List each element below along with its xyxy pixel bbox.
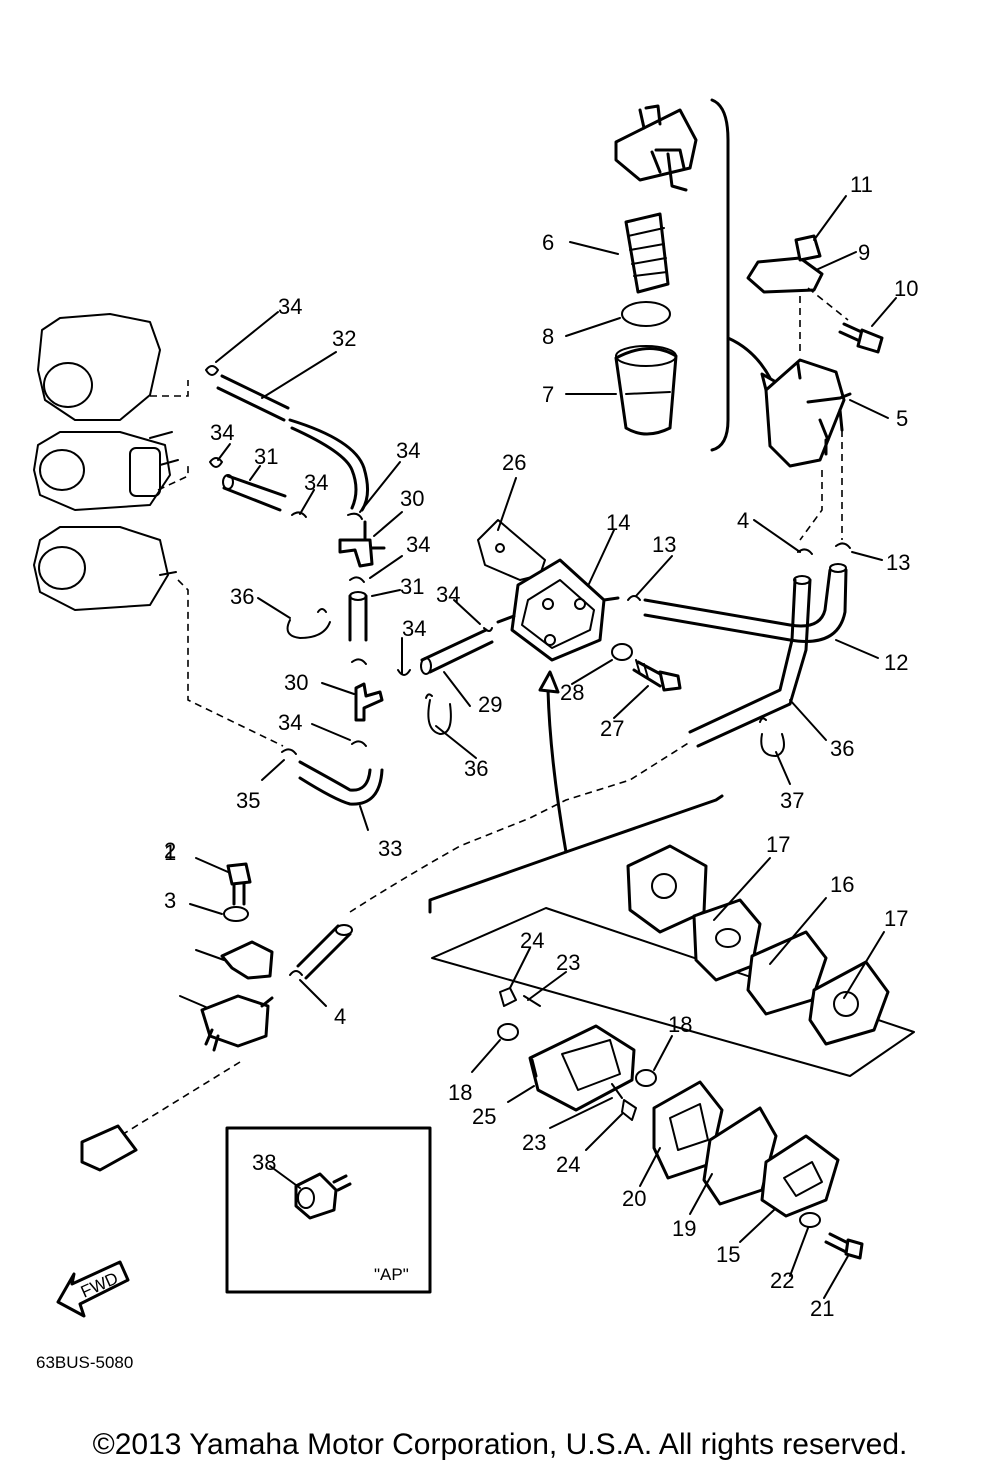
part-number-label: 34 <box>396 438 420 463</box>
copyright-notice: ©2013 Yamaha Motor Corporation, U.S.A. A… <box>92 1428 908 1461</box>
part-number-label: 36 <box>230 584 254 609</box>
part-number-label: 2 <box>164 838 176 863</box>
part-number-label: 23 <box>522 1130 546 1155</box>
carburetor-assembly <box>33 313 284 747</box>
part-number-labels: 1 2 3 4 4 5 6 7 8 9 10 11 12 13 13 14 15… <box>164 172 918 1321</box>
part-number-label: 11 <box>850 172 873 197</box>
primer-assembly: FWD <box>56 670 724 1318</box>
part-number-label: 34 <box>406 532 430 557</box>
part-number-label: 33 <box>378 836 402 861</box>
part-number-label: 20 <box>622 1186 646 1211</box>
part-number-label: 36 <box>464 756 488 781</box>
part-number-label: 12 <box>884 650 908 675</box>
part-number-label: 29 <box>478 692 502 717</box>
part-number-label: 26 <box>502 450 526 475</box>
part-number-label: 21 <box>810 1296 834 1321</box>
ap-label: "AP" <box>374 1265 409 1284</box>
part-number-label: 31 <box>254 444 278 469</box>
part-number-label: 34 <box>278 710 302 735</box>
part-number-label: 27 <box>600 716 624 741</box>
part-number-label: 30 <box>284 670 308 695</box>
part-number-label: 28 <box>560 680 584 705</box>
part-number-label: 19 <box>672 1216 696 1241</box>
part-number-label: 18 <box>448 1080 472 1105</box>
part-number-label: 1 <box>164 840 176 865</box>
part-number-label: 25 <box>472 1104 496 1129</box>
part-number-label: 32 <box>332 326 356 351</box>
part-number-label: 36 <box>830 736 854 761</box>
part-number-label: 4 <box>334 1004 346 1029</box>
part-number-label: 7 <box>542 382 554 407</box>
part-number-label: 30 <box>400 486 424 511</box>
part-number-label: 6 <box>542 230 554 255</box>
part-number-label: 3 <box>164 888 176 913</box>
part-number-label: 5 <box>896 406 908 431</box>
fuel-filter-assembly <box>614 98 884 541</box>
part-number-label: 14 <box>606 510 630 535</box>
part-number-label: 24 <box>520 928 544 953</box>
part-number-label: 18 <box>668 1012 692 1037</box>
part-number-label: 15 <box>716 1242 740 1267</box>
part-number-label: 22 <box>770 1268 794 1293</box>
part-number-label: 31 <box>400 574 424 599</box>
part-number-label: 35 <box>236 788 260 813</box>
part-number-label: 23 <box>556 950 580 975</box>
part-number-label: 34 <box>304 470 328 495</box>
part-number-label: 34 <box>436 582 460 607</box>
part-number-label: 13 <box>652 532 676 557</box>
part-number-label: 17 <box>884 906 908 931</box>
part-number-label: 34 <box>402 616 426 641</box>
pump-exploded-parts <box>431 844 915 1260</box>
part-number-label: 10 <box>894 276 918 301</box>
ap-inset-box: "AP" <box>225 1126 432 1294</box>
part-number-label: 16 <box>830 872 854 897</box>
part-number-label: 8 <box>542 324 554 349</box>
part-number-label: 17 <box>766 832 790 857</box>
part-number-label: 13 <box>886 550 910 575</box>
part-number-label: 24 <box>556 1152 580 1177</box>
part-number-label: 34 <box>210 420 234 445</box>
part-number-label: 37 <box>780 788 804 813</box>
fuel-pump-assembly <box>477 519 848 748</box>
leader-lines <box>179 195 897 1299</box>
clamps <box>205 365 851 976</box>
hoses-left <box>216 374 494 806</box>
part-number-label: 38 <box>252 1150 276 1175</box>
part-number-label: 9 <box>858 240 870 265</box>
part-number-label: 34 <box>278 294 302 319</box>
part-number-label: 4 <box>737 508 749 533</box>
clips <box>286 608 785 757</box>
diagram-code: 63BUS-5080 <box>36 1353 133 1372</box>
